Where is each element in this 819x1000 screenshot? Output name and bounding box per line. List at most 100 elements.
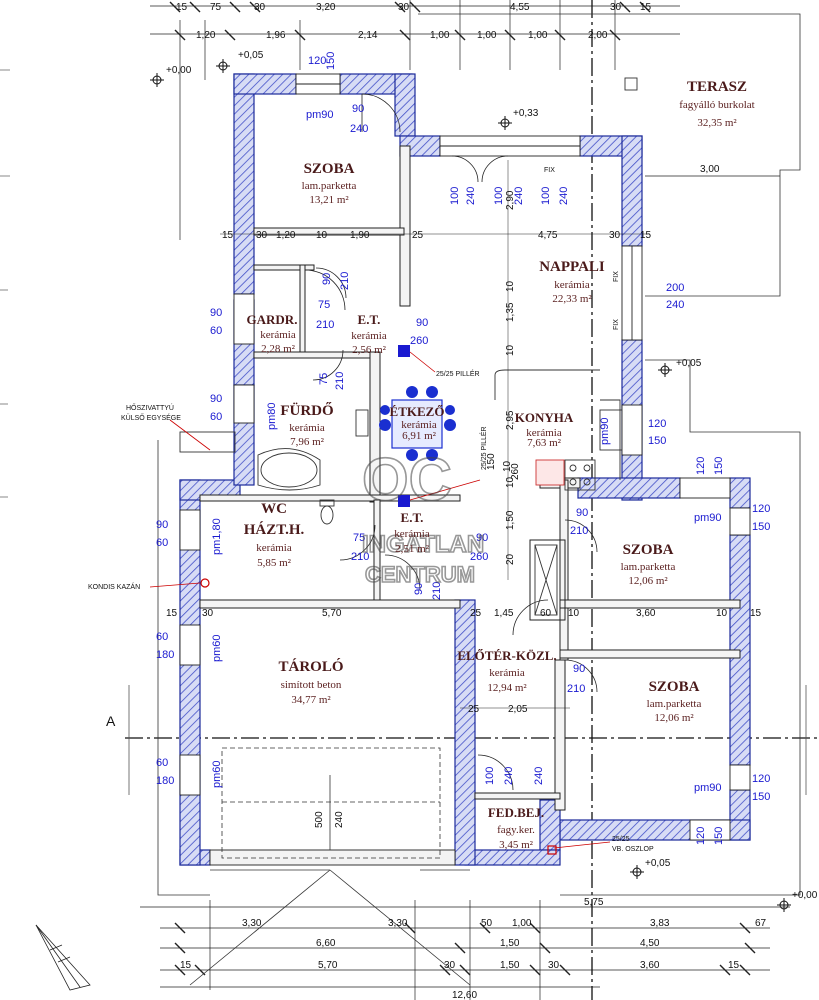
svg-text:3,60: 3,60 [640,960,660,971]
svg-text:3,83: 3,83 [650,918,670,929]
svg-text:1,50: 1,50 [505,510,516,530]
svg-text:TERASZ: TERASZ [687,79,747,95]
svg-text:2,90: 2,90 [505,190,516,210]
svg-text:+0,05: +0,05 [238,50,264,61]
svg-text:240: 240 [465,187,477,205]
svg-text:1,96: 1,96 [266,30,286,41]
svg-text:120: 120 [308,55,326,67]
svg-text:pm60: pm60 [211,760,223,788]
svg-text:5,75: 5,75 [584,897,604,908]
svg-text:150: 150 [486,453,497,470]
svg-text:1,50: 1,50 [500,938,520,949]
svg-text:7,63 m²: 7,63 m² [527,437,562,449]
terrace-outline [157,13,801,986]
svg-text:150: 150 [713,827,725,845]
svg-text:kerámia: kerámia [256,542,292,554]
north-arrow-icon [35,924,91,991]
svg-text:120: 120 [648,418,666,430]
axis-label: A [106,713,116,729]
svg-text:150: 150 [325,52,337,70]
svg-text:15: 15 [222,230,234,241]
svg-text:240: 240 [350,123,368,135]
svg-text:75: 75 [353,532,365,544]
room-etkezo: ÉTKEZŐ kerámia 6,91 m² [390,404,445,442]
svg-text:3,00: 3,00 [700,164,720,175]
garage-door [221,747,441,859]
svg-text:500: 500 [314,811,325,828]
room-szoba-2: SZOBA lam.parketta 12,06 m² [621,542,676,587]
svg-text:15: 15 [180,960,192,971]
svg-text:kerámia: kerámia [394,528,430,540]
svg-text:120: 120 [752,503,770,515]
svg-text:150: 150 [752,521,770,533]
dining-table [379,386,456,461]
svg-text:100: 100 [484,767,496,785]
svg-text:1,20: 1,20 [196,30,216,41]
windows [179,73,751,866]
opening-labels: 120 150 pm90 90 240 100 240 100 240 100 … [156,52,770,845]
svg-text:60: 60 [210,411,222,423]
svg-text:75: 75 [318,373,330,385]
svg-text:200: 200 [666,282,684,294]
svg-text:90: 90 [476,532,488,544]
svg-text:4,75: 4,75 [538,230,558,241]
svg-text:5,85 m²: 5,85 m² [257,557,292,569]
svg-text:210: 210 [431,582,443,600]
svg-text:30: 30 [444,960,456,971]
svg-text:+0,05: +0,05 [645,858,671,869]
svg-text:60: 60 [156,631,168,643]
svg-text:120: 120 [695,827,707,845]
svg-text:ÉTKEZŐ: ÉTKEZŐ [390,404,445,419]
svg-text:260: 260 [510,463,521,480]
svg-text:25: 25 [412,230,424,241]
svg-text:60: 60 [210,325,222,337]
pillars [149,345,611,855]
svg-text:90: 90 [210,307,222,319]
svg-text:10: 10 [505,476,516,488]
svg-text:2,14: 2,14 [358,30,378,41]
interior-walls [199,145,741,811]
svg-text:150: 150 [713,457,725,475]
svg-text:30: 30 [254,2,266,13]
svg-text:2,95: 2,95 [505,410,516,430]
svg-text:7,96 m²: 7,96 m² [290,436,325,448]
svg-text:+0,33: +0,33 [513,108,539,119]
svg-text:kerámia: kerámia [351,330,387,342]
svg-text:FIX: FIX [544,167,555,174]
room-et-1: E.T. kerámia 2,56 m² [351,312,387,356]
svg-text:pm90: pm90 [694,512,722,524]
top-dimension-labels: 15 75 30 3,20 30 4,55 30 15 1,20 1,96 2,… [176,2,780,177]
svg-text:20: 20 [505,553,516,565]
svg-text:120: 120 [695,457,707,475]
svg-text:KONYHA: KONYHA [515,410,574,425]
svg-text:simított beton: simított beton [281,679,342,691]
svg-text:30: 30 [398,2,410,13]
svg-text:12,06 m²: 12,06 m² [654,712,694,724]
svg-text:50: 50 [481,918,493,929]
svg-text:150: 150 [648,435,666,447]
svg-text:fagyálló burkolat: fagyálló burkolat [679,99,754,111]
svg-text:15: 15 [640,2,652,13]
svg-text:kerámia: kerámia [554,279,590,291]
svg-text:SZOBA: SZOBA [623,542,674,558]
room-wc: WC HÁZT.H. kerámia 5,85 m² [244,501,305,569]
svg-text:kerámia: kerámia [289,422,325,434]
svg-text:GARDR.: GARDR. [247,312,298,327]
svg-text:25/25 PILLÉR: 25/25 PILLÉR [479,426,488,470]
svg-text:lam.parketta: lam.parketta [302,180,357,192]
svg-text:+0,00: +0,00 [166,65,192,76]
svg-text:1,50: 1,50 [500,960,520,971]
svg-text:1,00: 1,00 [477,30,497,41]
svg-text:+0,00: +0,00 [792,890,818,901]
svg-text:90: 90 [416,317,428,329]
svg-text:75: 75 [210,2,222,13]
svg-text:240: 240 [334,811,345,828]
svg-text:kerámia: kerámia [526,427,562,439]
room-nappali: NAPPALI kerámia 22,33 m² [539,259,605,305]
svg-text:FIX: FIX [613,271,620,282]
svg-text:3,45 m²: 3,45 m² [499,839,534,851]
room-et-2: E.T. kerámia 2,51 m² [394,510,430,555]
svg-text:10: 10 [568,608,580,619]
watermark-logo: OC INGATLAN CENTRUM [361,445,485,588]
svg-text:pm90: pm90 [599,417,611,445]
